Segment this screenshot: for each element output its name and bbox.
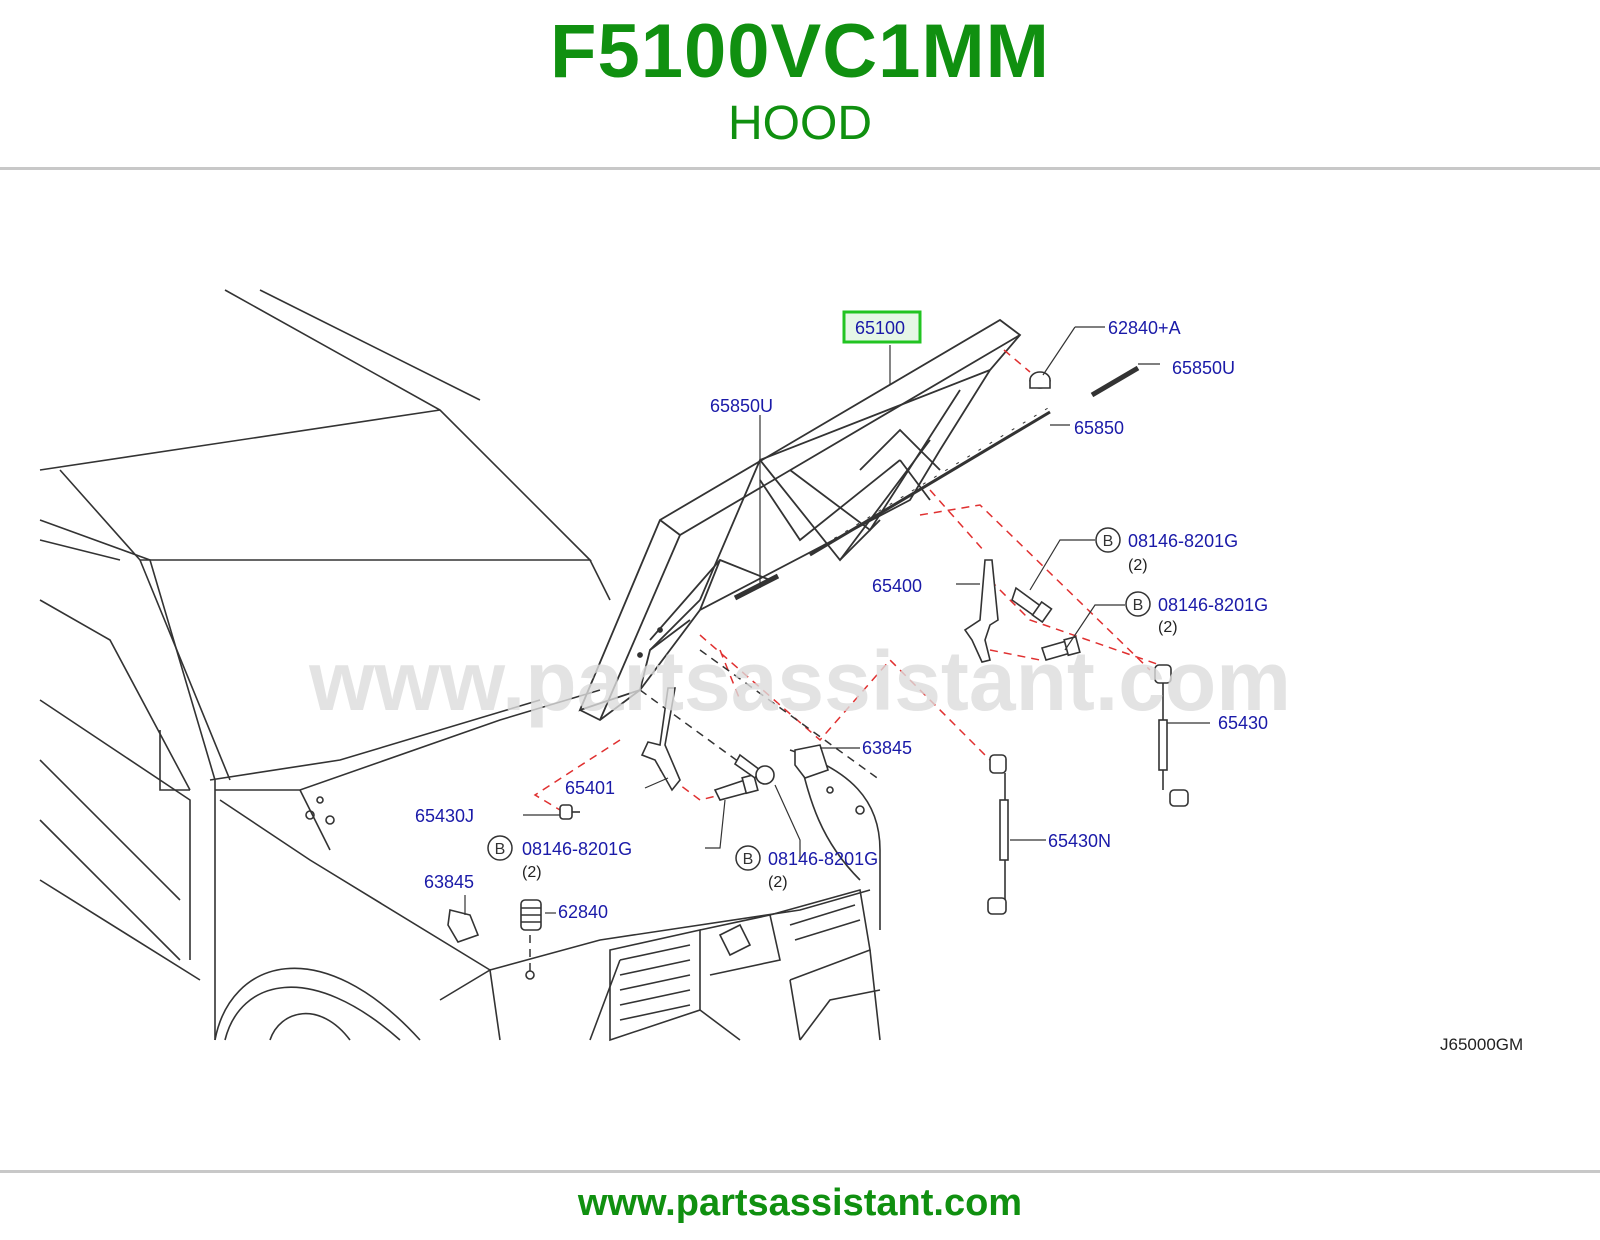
badge-b-label: B — [1103, 533, 1114, 550]
callout-65850u-left[interactable]: 65850U — [710, 396, 773, 416]
parts-diagram: www.partsassistant.com 65100 62840+A 658… — [0, 170, 1600, 1168]
page-header: F5100VC1MM HOOD — [0, 0, 1600, 168]
callout-65400[interactable]: 65400 — [872, 576, 922, 596]
hood-strut-65430n — [987, 754, 1009, 915]
callout-qty-3: (2) — [522, 864, 542, 881]
callout-qty-2: (2) — [1158, 619, 1178, 636]
header-divider — [0, 167, 1600, 170]
vehicle-line-art — [39, 289, 881, 1042]
callout-08146-8201g-2[interactable]: 08146-8201G — [1158, 595, 1268, 615]
callout-63845-upper[interactable]: 63845 — [862, 738, 912, 758]
callout-65430j[interactable]: 65430J — [415, 806, 474, 826]
hood-hinge-65400 — [963, 559, 999, 663]
stopper-65430j — [559, 804, 580, 820]
callout-62840[interactable]: 62840 — [558, 902, 608, 922]
badge-b-label: B — [743, 851, 754, 868]
callout-63845-lower[interactable]: 63845 — [424, 872, 474, 892]
callout-65850[interactable]: 65850 — [1074, 418, 1124, 438]
callout-65401[interactable]: 65401 — [565, 778, 615, 798]
parts-diagram-svg: www.partsassistant.com 65100 62840+A 658… — [39, 289, 1523, 1054]
footer-url-link[interactable]: www.partsassistant.com — [577, 1182, 1023, 1224]
footer-divider — [0, 1170, 1600, 1173]
badge-b-icon — [735, 845, 761, 871]
bumper-rubber-62840-a — [1029, 371, 1051, 389]
seal-strip-65850u — [733, 365, 1140, 601]
badge-b-icon — [1125, 591, 1151, 617]
bumper-rubber-62840 — [520, 899, 542, 931]
assembly-lines — [533, 349, 1161, 811]
callout-08146-8201g-3[interactable]: 08146-8201G — [522, 839, 632, 859]
callout-qty-1: (2) — [1128, 557, 1148, 574]
callout-65430n[interactable]: 65430N — [1048, 831, 1111, 851]
callout-65850u-right[interactable]: 65850U — [1172, 358, 1235, 378]
badge-b-label: B — [1133, 597, 1144, 614]
callout-qty-4: (2) — [768, 874, 788, 891]
bolt-08146-8201g — [713, 586, 1081, 801]
badge-b-icon — [487, 835, 513, 861]
badge-b-label: B — [495, 841, 506, 858]
assembly-lines-black — [529, 649, 881, 975]
hood-hinge-65401 — [640, 687, 681, 792]
callout-leader-lines — [464, 326, 1210, 915]
part-number-title: F5100VC1MM — [550, 9, 1050, 94]
weatherstrip-65850 — [809, 407, 1051, 557]
diagram-code: J65000GM — [1440, 1035, 1523, 1054]
callout-65100[interactable]: 65100 — [855, 318, 905, 338]
watermark-text: www.partsassistant.com — [308, 634, 1291, 728]
callout-62840-a[interactable]: 62840+A — [1108, 318, 1181, 338]
highlighted-callout-box — [842, 310, 922, 344]
badge-b-icon — [1095, 527, 1121, 553]
callout-08146-8201g-4[interactable]: 08146-8201G — [768, 849, 878, 869]
hood-strut-65430 — [1154, 664, 1189, 807]
part-name-subtitle: HOOD — [728, 97, 872, 150]
callout-65430[interactable]: 65430 — [1218, 713, 1268, 733]
callout-08146-8201g-1[interactable]: 08146-8201G — [1128, 531, 1238, 551]
cover-63845 — [447, 744, 829, 943]
